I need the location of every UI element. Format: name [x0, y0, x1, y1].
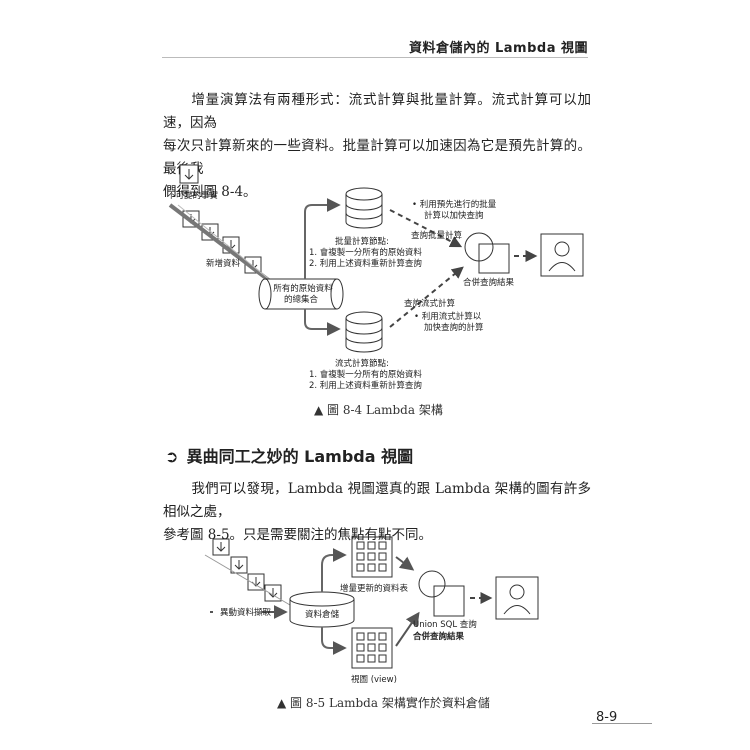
stream-node-step-2: 2. 利用上述資料重新計算查詢 — [309, 380, 422, 391]
stream-node-title: 流式計算節點: — [335, 358, 389, 369]
header-rule — [162, 57, 588, 58]
batch-note-line-2: 計算以加快查詢 — [424, 210, 484, 221]
fact-box-icon — [179, 164, 199, 184]
stream-branch-arrow — [304, 309, 341, 336]
paragraph-1-line-3: 們得到圖 8-4。 — [163, 184, 257, 200]
batch-note-line-1: • 利用預先進行的批量 — [412, 199, 497, 210]
merge-results-icon — [464, 232, 510, 274]
page-number-rule — [592, 723, 652, 724]
async-extract-label: 異動資料擷取 — [220, 607, 272, 618]
running-header: 資料倉儲內的 Lambda 視圖 — [408, 41, 588, 56]
incremental-table-label: 增量更新的資料表 — [340, 583, 409, 594]
figure-8-5-caption: ▲ 圖 8-5 Lambda 架構實作於資料倉儲 — [277, 696, 490, 710]
page-number: 8-9 — [596, 710, 618, 725]
section-title: 異曲同工之妙的 Lambda 視圖 — [186, 447, 414, 466]
view-to-merge-arrow — [395, 611, 420, 647]
batch-node-step-2: 2. 利用上述資料重新計算查詢 — [309, 258, 422, 269]
immutable-facts-label: 不可變的事實 — [167, 190, 219, 201]
incremental-table-icon — [351, 536, 393, 578]
batch-node-title: 批量計算節點: — [335, 236, 389, 247]
master-dataset-line-2: 的總集合 — [284, 294, 319, 305]
batch-branch-arrow — [304, 198, 341, 279]
view-branch-arrow — [321, 627, 347, 655]
stream-query-arrow — [389, 266, 464, 328]
figure-8-4-caption: ▲ 圖 8-4 Lambda 架構 — [314, 403, 443, 417]
paragraph-2: 我們可以發現，Lambda 視圖還真的跟 Lambda 架構的圖有許多相似之處，… — [163, 478, 591, 547]
fact-flow-line — [168, 203, 277, 287]
query-batch-label: 查詢批量計算 — [411, 230, 463, 241]
view-label: 視圖 (view) — [351, 674, 397, 685]
arrow-bullet-icon: ➲ — [165, 447, 179, 466]
warehouse-label: 資料倉儲 — [305, 609, 340, 620]
warehouse-cylinder-icon — [289, 591, 355, 628]
stream-database-icon — [345, 311, 383, 353]
merge-results-icon-2 — [418, 570, 465, 617]
figure-8-5: 異動資料擷取 資料倉儲 增量更新的資料表 — [204, 536, 539, 685]
batch-query-arrow — [389, 209, 463, 248]
stream-node-step-1: 1. 會複製一分所有的原始資料 — [309, 369, 422, 380]
paragraph-1-line-1: 增量演算法有兩種形式：流式計算與批量計算。流式計算可以加速，因為 — [163, 92, 591, 131]
user-icon-2 — [495, 576, 539, 620]
section-heading: ➲ 異曲同工之妙的 Lambda 視圖 — [165, 443, 413, 467]
table-to-merge-arrow — [395, 556, 415, 571]
user-icon — [540, 233, 584, 277]
fact-stair-icons-2 — [212, 538, 282, 602]
master-dataset-line-1: 所有的原始資料 — [273, 283, 333, 294]
master-dataset-cylinder — [258, 278, 344, 310]
figure-8-4: 不可變的事實 新增資料 所有的原始資料 的總集合 — [167, 164, 584, 391]
paragraph-2-line-1: 我們可以發現，Lambda 視圖還真的跟 Lambda 架構的圖有許多相似之處， — [163, 481, 591, 520]
paragraph-2-line-2: 參考圖 8-5。只是需要關注的焦點有點不同。 — [163, 527, 433, 543]
batch-database-icon — [345, 187, 383, 229]
stream-note-line-2: 加快查詢的計算 — [424, 322, 484, 333]
table-branch-arrow — [321, 548, 347, 592]
query-stream-label: 查詢流式計算 — [404, 298, 456, 309]
paragraph-1: 增量演算法有兩種形式：流式計算與批量計算。流式計算可以加速，因為 每次只計算新來… — [163, 89, 591, 204]
merge-results-label: 合併查詢結果 — [463, 277, 515, 288]
union-sql-label: Union SQL 查詢 — [413, 619, 477, 630]
batch-node-step-1: 1. 會複製一分所有的原始資料 — [309, 247, 422, 258]
stream-note-line-1: • 利用流式計算以 — [414, 311, 482, 322]
new-data-label: 新增資料 — [206, 258, 241, 269]
view-table-icon — [351, 627, 393, 669]
merge-results-label-2: 合併查詢結果 — [412, 631, 465, 642]
